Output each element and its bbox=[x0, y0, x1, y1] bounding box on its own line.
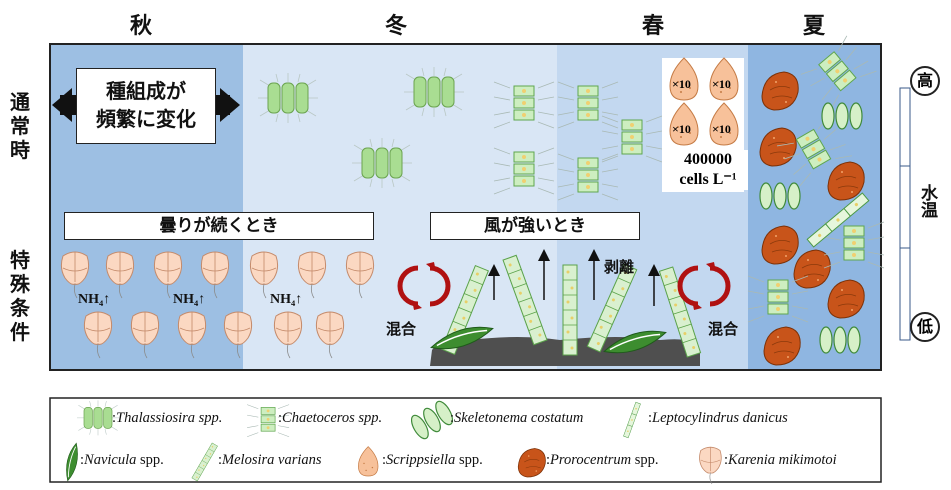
legend-species-suffix: spp. bbox=[136, 452, 164, 468]
legend-item-prorocentrum: :Prorocentrum spp. bbox=[546, 452, 659, 468]
cell-count-value: 400000 bbox=[684, 151, 732, 168]
multiplier-label: ×10 bbox=[712, 122, 731, 136]
skeletonema-icon bbox=[821, 102, 863, 130]
legend-item-thalassiosira: :Thalassiosira spp. bbox=[112, 410, 223, 426]
legend-item-karenia: :Karenia mikimotoi bbox=[724, 452, 837, 468]
uplift-arrows bbox=[488, 249, 660, 306]
legend-species-name: Leptocylindrus danicus bbox=[652, 410, 788, 426]
cell-count: 400000 cells L⁻¹ bbox=[668, 150, 748, 190]
skeletonema-icon bbox=[819, 326, 861, 354]
cell-count-unit: cells L⁻¹ bbox=[679, 171, 737, 188]
legend-species-name: Karenia mikimotoi bbox=[728, 452, 837, 468]
multiplier-label: ×10 bbox=[672, 122, 691, 136]
legend-item-chaetoceros: :Chaetoceros spp. bbox=[278, 410, 383, 426]
species-change-box: 種組成が 頻繁に変化 bbox=[76, 68, 216, 144]
mixing-label: 混合 bbox=[708, 320, 739, 338]
multiplier-label: ×10 bbox=[712, 77, 731, 91]
legend-species-name: Skeletonema costatum bbox=[454, 410, 584, 426]
nh4-label: NH₄↑ bbox=[173, 292, 206, 307]
legend-species-name: Chaetoceros spp. bbox=[282, 410, 383, 426]
panel-border bbox=[49, 43, 882, 371]
legend-item-navicula: :Navicula spp. bbox=[80, 452, 164, 468]
row-label-normal: 通常時 bbox=[10, 90, 30, 162]
temperature-axis bbox=[899, 87, 911, 341]
legend-species-name: Prorocentrum bbox=[550, 452, 632, 468]
legend-item-leptocylindrus: :Leptocylindrus danicus bbox=[648, 410, 788, 426]
legend-species-suffix: spp. bbox=[455, 452, 483, 468]
legend-species-name: Melosira varians bbox=[222, 452, 322, 468]
temp-low-label: 低 bbox=[910, 312, 940, 342]
mixing-label: 混合 bbox=[386, 320, 417, 338]
legend-item-melosira: :Melosira varians bbox=[218, 452, 322, 468]
legend-box bbox=[49, 397, 882, 483]
windy-condition-label: 風が強いとき bbox=[430, 212, 640, 240]
nh4-label: NH₄↑ bbox=[78, 292, 111, 307]
cloudy-condition-label: 曇りが続くとき bbox=[64, 212, 374, 240]
season-summer: 夏 bbox=[803, 14, 826, 39]
temp-axis-label: 水温 bbox=[917, 184, 937, 218]
legend-species-name: Thalassiosira spp. bbox=[116, 410, 223, 426]
row-label-special: 特殊条件 bbox=[10, 248, 30, 344]
legend-species-name: Scrippsiella bbox=[386, 452, 456, 468]
nh4-label: NH₄↑ bbox=[270, 292, 303, 307]
season-winter: 冬 bbox=[385, 14, 408, 39]
legend-item-skeletonema: :Skeletonema costatum bbox=[450, 410, 584, 426]
detach-label: 剥離 bbox=[604, 258, 635, 276]
legend-item-scrippsiella: :Scrippsiella spp. bbox=[382, 452, 483, 468]
temp-high-label: 高 bbox=[910, 66, 940, 96]
season-autumn: 秋 bbox=[130, 14, 153, 39]
multiplier-label: ×10 bbox=[672, 77, 691, 91]
season-spring: 春 bbox=[642, 14, 665, 39]
melosira-icon bbox=[562, 264, 578, 356]
legend-species-name: Navicula bbox=[84, 452, 137, 468]
legend-species-suffix: spp. bbox=[631, 452, 659, 468]
skeletonema-icon bbox=[759, 182, 801, 210]
